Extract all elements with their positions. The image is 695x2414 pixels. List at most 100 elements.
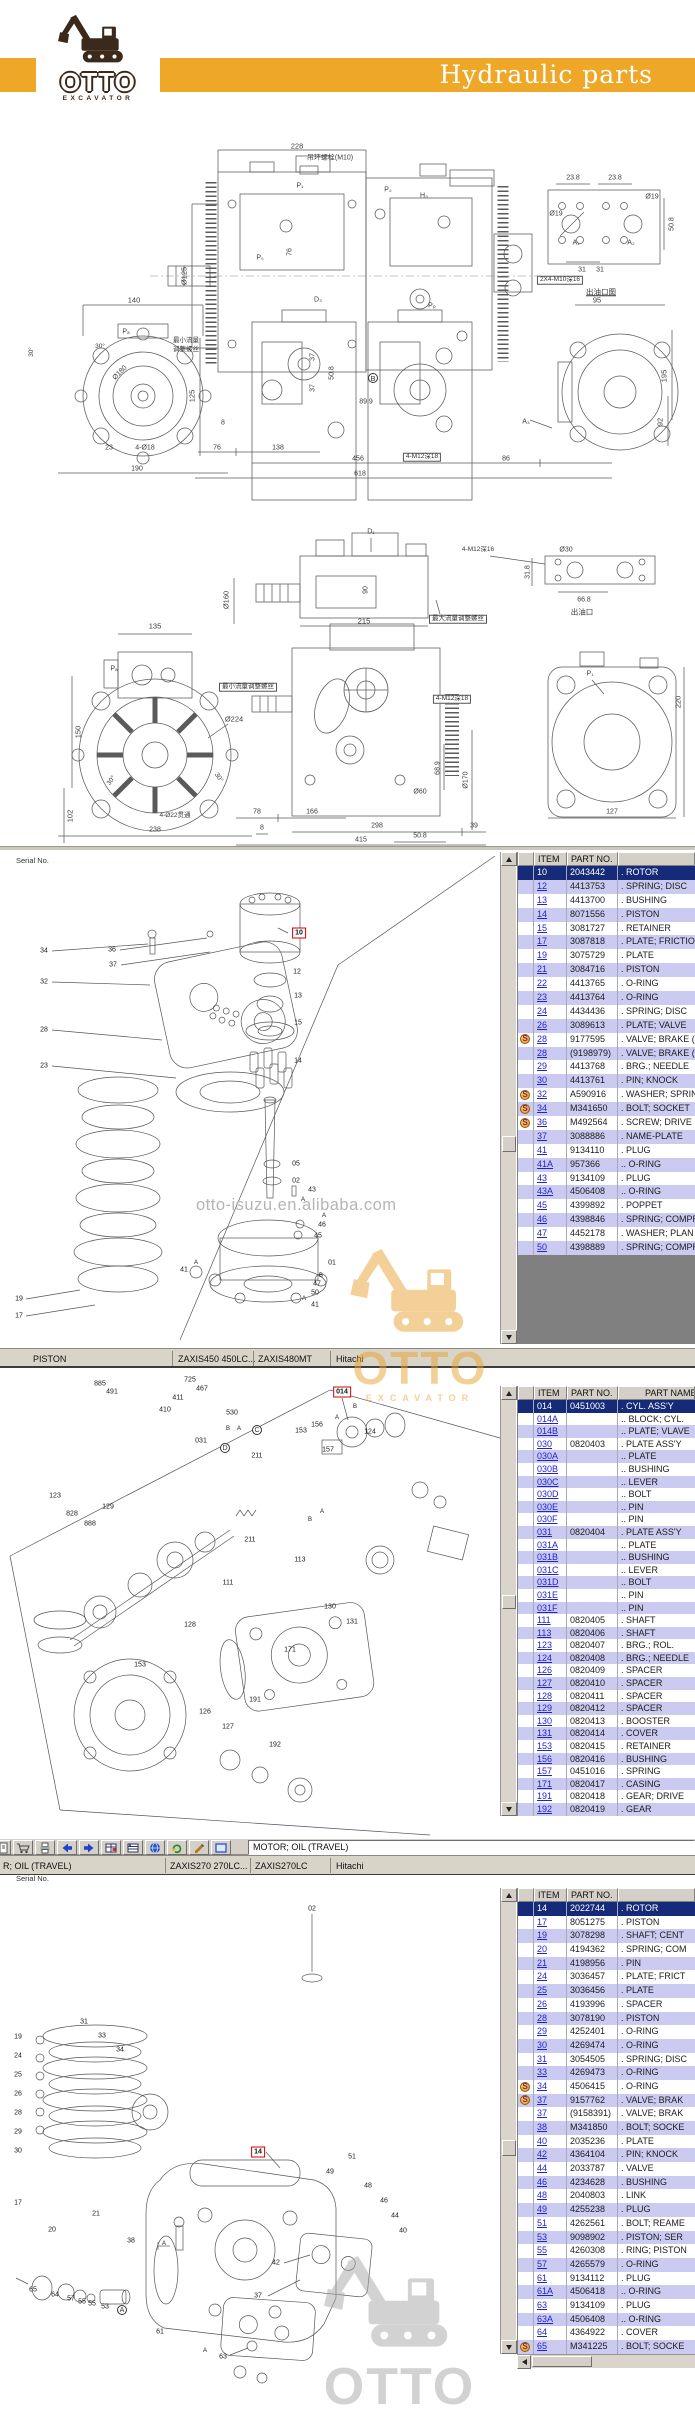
item-number-link[interactable]: 030D — [534, 1488, 567, 1501]
item-number-link[interactable]: 37 — [534, 2093, 567, 2108]
table-row[interactable]: 37(9158391). VALVE; BRAK — [518, 2107, 695, 2121]
item-number-link[interactable]: 61 — [534, 2271, 567, 2286]
item-number-link[interactable]: 153 — [534, 1740, 567, 1753]
item-number-link[interactable]: 63 — [534, 2298, 567, 2313]
table-row[interactable]: 031D.. BOLT — [518, 1576, 695, 1589]
item-number-link[interactable]: 20 — [534, 1943, 567, 1957]
item-number-link[interactable]: 030E — [534, 1500, 567, 1514]
item-number-link[interactable]: 29 — [534, 2025, 567, 2039]
item-number-link[interactable]: 126 — [534, 1664, 567, 1678]
table-row[interactable]: 030F.. PIN — [518, 1513, 695, 1526]
item-number-link[interactable]: 32 — [534, 1088, 567, 1103]
item-number-link[interactable]: 41A — [534, 1157, 567, 1172]
item-number-link[interactable]: 156 — [534, 1752, 567, 1766]
scroll-thumb[interactable] — [502, 1595, 516, 1609]
scroll-thumb[interactable] — [502, 2140, 516, 2156]
item-number-link[interactable]: 44 — [534, 2162, 567, 2176]
item-number-link[interactable]: 21 — [534, 1956, 567, 1971]
item-number-link[interactable]: 127 — [534, 1677, 567, 1690]
item-number-link[interactable]: 26 — [534, 1997, 567, 2012]
item-number-link[interactable]: 30 — [534, 1074, 567, 1089]
edit-icon[interactable] — [189, 1840, 209, 1855]
item-number-link[interactable]: 14 — [534, 1902, 567, 1916]
item-number-link[interactable]: 26 — [534, 1018, 567, 1033]
part-name-field[interactable]: MOTOR; OIL (TRAVEL) — [248, 1840, 695, 1855]
item-number-link[interactable]: 128 — [534, 1689, 567, 1703]
item-number-link[interactable]: 13 — [534, 893, 567, 908]
cart-icon[interactable] — [13, 1840, 33, 1855]
scroll-up-button[interactable] — [501, 1386, 517, 1400]
item-number-link[interactable]: 25 — [534, 1984, 567, 1998]
table-add-icon[interactable] — [101, 1840, 121, 1855]
table-row[interactable]: 030C.. LEVER — [518, 1475, 695, 1489]
item-number-link[interactable]: 65 — [534, 2340, 567, 2354]
item-number-link[interactable]: 030A — [534, 1450, 567, 1463]
table-row[interactable]: 28(9198979). VALVE; BRAKE ( — [518, 1046, 695, 1061]
item-number-link[interactable]: 030C — [534, 1475, 567, 1489]
table-row[interactable]: 030B.. BUSHING — [518, 1462, 695, 1476]
item-number-link[interactable]: 51 — [534, 2216, 567, 2231]
item-number-link[interactable]: 030B — [534, 1462, 567, 1476]
item-number-link[interactable]: 28 — [534, 1032, 567, 1047]
item-number-link[interactable]: 61A — [534, 2285, 567, 2299]
item-number-link[interactable]: 50 — [534, 1241, 567, 1255]
item-number-link[interactable]: 129 — [534, 1702, 567, 1715]
item-number-link[interactable]: 34 — [534, 1102, 567, 1117]
item-number-link[interactable]: 131 — [534, 1727, 567, 1741]
item-number-link[interactable]: 14 — [534, 907, 567, 922]
scroll-down-button[interactable] — [501, 1802, 517, 1816]
table-row[interactable]: 014A.. BLOCK; CYL. — [518, 1412, 695, 1426]
scroll-up-button[interactable] — [501, 1888, 517, 1902]
item-number-link[interactable]: 48 — [534, 2189, 567, 2204]
item-number-link[interactable]: 24 — [534, 1004, 567, 1019]
item-number-link[interactable]: 17 — [534, 935, 567, 950]
table-row[interactable]: 031A.. PLATE — [518, 1538, 695, 1552]
item-number-link[interactable]: 31 — [534, 2052, 567, 2067]
item-number-link[interactable]: 33 — [534, 2066, 567, 2080]
item-number-link[interactable]: 45 — [534, 1199, 567, 1214]
item-number-link[interactable]: 28 — [534, 2011, 567, 2026]
item-number-link[interactable]: 23 — [534, 991, 567, 1005]
item-number-link[interactable]: 43A — [534, 1185, 567, 1200]
scroll-thumb[interactable] — [502, 1136, 516, 1152]
refresh-icon[interactable] — [167, 1840, 187, 1855]
table-row[interactable]: 031F.. PIN — [518, 1601, 695, 1615]
